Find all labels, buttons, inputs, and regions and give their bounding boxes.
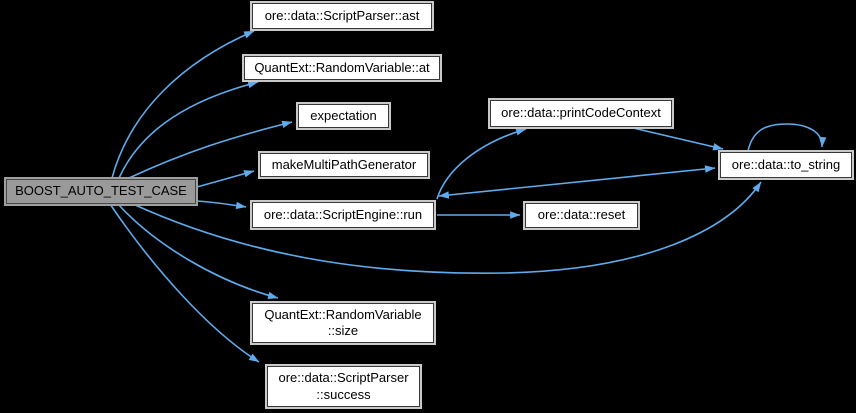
node-scriptparser-success[interactable]: ore::data::ScriptParser ::success (265, 364, 422, 409)
edge-boost-run (196, 200, 247, 210)
edge-printcodecontext-tostring (632, 127, 724, 151)
node-makemultipathgenerator[interactable]: makeMultiPathGenerator (258, 151, 430, 179)
edge-tostring-self-loop (747, 123, 827, 152)
edge-boost-size (117, 203, 279, 300)
edge-boost-tostring (132, 181, 762, 274)
edge-boost-expectation (128, 120, 293, 179)
node-randomvariable-size[interactable]: QuantExt::RandomVariable ::size (250, 301, 436, 345)
node-expectation[interactable]: expectation (296, 102, 391, 130)
edge-boost-at (118, 80, 259, 179)
edge-boost-makemultipathgenerator (196, 170, 255, 188)
node-reset[interactable]: ore::data::reset (523, 201, 640, 230)
node-randomvariable-at[interactable]: QuantExt::RandomVariable::at (242, 54, 442, 82)
edge-run-tostring-bidirectional (438, 165, 716, 199)
edge-boost-success (109, 203, 260, 363)
node-to-string[interactable]: ore::data::to_string (718, 150, 854, 180)
node-scriptparser-ast[interactable]: ore::data::ScriptParser::ast (250, 1, 434, 31)
edge-boost-ast (111, 30, 255, 179)
node-boost-auto-test-case[interactable]: BOOST_AUTO_TEST_CASE (4, 177, 198, 206)
node-scriptengine-run[interactable]: ore::data::ScriptEngine::run (250, 200, 436, 230)
node-printcodecontext[interactable]: ore::data::printCodeContext (488, 98, 674, 129)
